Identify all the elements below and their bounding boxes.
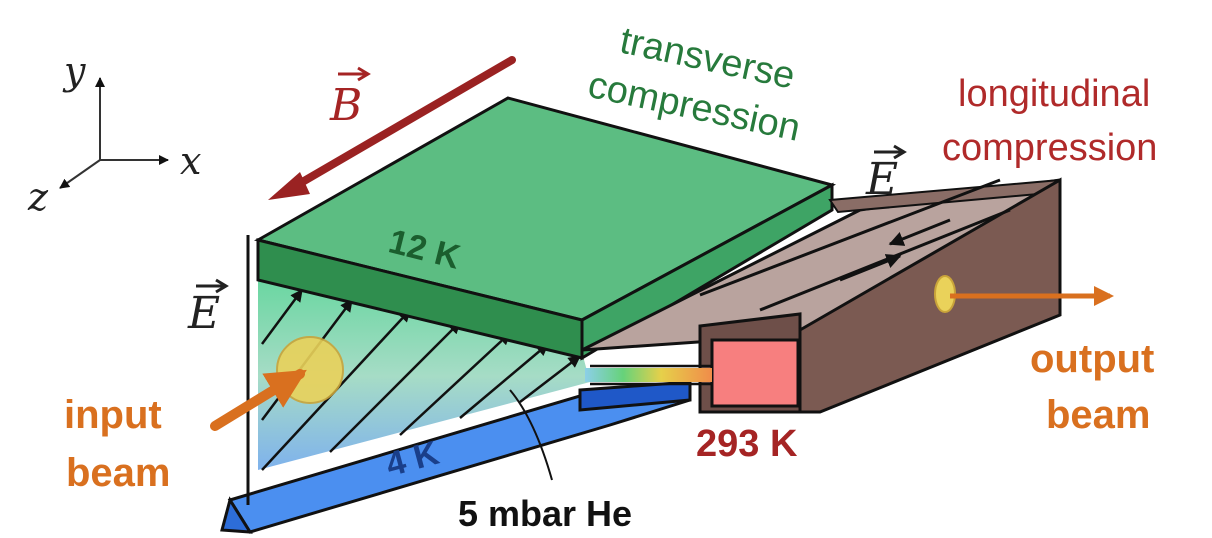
longitudinal-label: longitudinal <box>958 73 1150 115</box>
x-axis-label: x <box>180 139 201 183</box>
coordinate-axes <box>59 77 169 189</box>
output-beam-label-1: output <box>1030 337 1154 381</box>
input-beam-label-1: input <box>64 393 162 437</box>
b-field-arrow <box>268 56 516 200</box>
channel-walls <box>590 364 712 386</box>
input-beam-label-2: beam <box>66 451 171 495</box>
b-vector-arrow-icon <box>338 66 371 82</box>
temp-label-293k: 293 K <box>696 423 798 465</box>
longitudinal-field-lines <box>699 178 1011 312</box>
z-axis-label: z <box>27 175 49 219</box>
gas-pointer-line <box>509 389 553 481</box>
longitudinal-compression-label: compression <box>942 127 1157 169</box>
e-field-label-left: E <box>187 288 220 339</box>
e-vector-arrow-icon-left <box>196 278 229 294</box>
gas-label: 5 mbar He <box>458 493 632 534</box>
input-beam-arrow <box>210 369 307 431</box>
b-field-label: B <box>329 80 362 131</box>
e-vector-arrow-icon-right <box>874 144 907 160</box>
compression-chamber <box>710 338 800 408</box>
y-axis-label: y <box>62 49 86 93</box>
top-plate-12k <box>253 96 837 361</box>
output-beam-label-2: beam <box>1046 393 1151 437</box>
input-beam-spot <box>276 336 344 404</box>
e-field-label-right: E <box>865 154 898 205</box>
bottom-plate-4k <box>220 380 692 534</box>
beam-channel-rainbow <box>585 368 712 382</box>
